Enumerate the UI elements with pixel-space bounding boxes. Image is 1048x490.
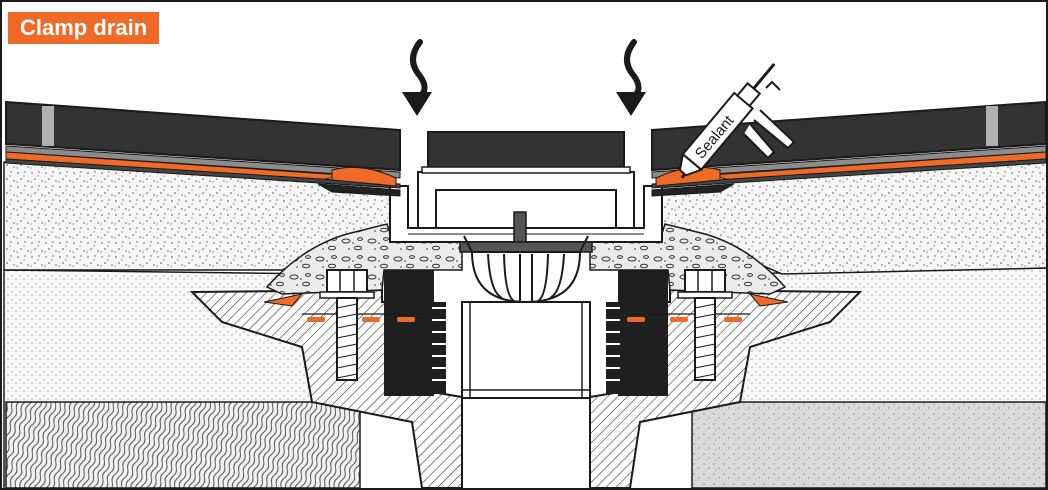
membrane-seal-right xyxy=(748,293,789,307)
flange-bolt-left xyxy=(319,269,375,381)
membrane-seal-left xyxy=(263,293,304,307)
water-flow-arrow-right xyxy=(616,39,646,116)
sealant-gun-icon: Sealant xyxy=(678,62,796,179)
roof-membrane-left xyxy=(5,100,401,197)
timber-base-left xyxy=(5,401,361,488)
flange-bolt-right xyxy=(677,269,733,381)
water-flow-arrow-left xyxy=(402,39,432,116)
title-badge: Clamp drain xyxy=(8,12,160,44)
sealant-dashes-left xyxy=(307,317,415,322)
roof-membrane-right xyxy=(651,100,1046,197)
gasket-right xyxy=(606,270,668,396)
concrete-base-right xyxy=(691,401,1046,488)
outlet-pipe xyxy=(461,301,591,399)
gasket-left xyxy=(384,270,446,396)
strainer-basket xyxy=(459,211,593,304)
sealant-dashes-right xyxy=(627,317,742,322)
grate-top xyxy=(427,131,625,171)
grate-frame xyxy=(417,171,635,229)
